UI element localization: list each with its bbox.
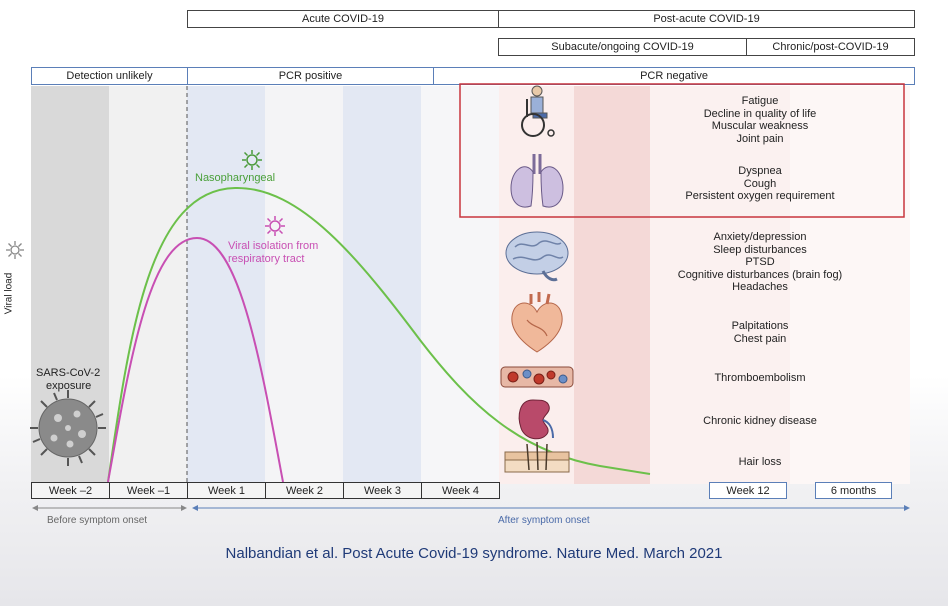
six-months-box: 6 months	[815, 482, 892, 499]
highlight-box	[459, 83, 905, 218]
wheelchair-person-icon	[521, 85, 555, 137]
symptom-palpitations: Palpitations	[731, 320, 789, 332]
pcr-positive-box: PCR positive	[187, 67, 434, 85]
symptom-muscular-weakness: Muscular weakness	[711, 120, 809, 132]
after-onset-label: After symptom onset	[498, 515, 590, 526]
symptom-decline-quality: Decline in quality of life	[703, 107, 817, 120]
week-minus2-box: Week –2	[31, 482, 110, 499]
symptom-hair-loss: Hair loss	[738, 456, 782, 468]
blood-vessel-icon	[500, 366, 574, 388]
band-post-2	[574, 86, 650, 484]
nasopharyngeal-label: Nasopharyngeal	[195, 172, 276, 184]
nasopharyngeal-curve	[107, 186, 651, 483]
symptom-cough: Cough	[743, 177, 777, 190]
subacute-covid-box: Subacute/ongoing COVID-19	[498, 38, 747, 56]
exposure-label-1: SARS-CoV-2	[36, 367, 101, 379]
before-onset-label: Before symptom onset	[47, 515, 148, 526]
acute-covid-box: Acute COVID-19	[187, 10, 499, 28]
week-12-box: Week 12	[709, 482, 787, 499]
band-week-2	[265, 86, 343, 484]
week-2-box: Week 2	[265, 482, 344, 499]
band-week-3	[343, 86, 421, 484]
symptom-anxiety: Anxiety/depression	[713, 231, 807, 243]
week-4-box: Week 4	[421, 482, 500, 499]
symptom-dyspnea: Dyspnea	[738, 165, 782, 177]
post-acute-covid-box: Post-acute COVID-19	[498, 10, 915, 28]
viral-isolation-curve	[107, 236, 284, 483]
band-week-minus1	[109, 86, 187, 484]
lungs-icon	[510, 154, 564, 208]
viral-isolation-label-2: respiratory tract	[228, 253, 305, 265]
nasopharyngeal-virus-icon	[242, 150, 262, 170]
viral-load-label: Viral load	[3, 272, 15, 315]
symptom-kidney: Chronic kidney disease	[703, 415, 817, 427]
week-1-box: Week 1	[187, 482, 266, 499]
symptom-chest-pain: Chest pain	[733, 332, 787, 345]
symptoms-general: Fatigue Decline in quality of life Muscu…	[640, 95, 880, 145]
skin-hair-icon	[504, 441, 570, 473]
symptom-brain-fog: Cognitive disturbances (brain fog)	[677, 268, 843, 281]
symptom-oxygen: Persistent oxygen requirement	[685, 190, 835, 202]
citation-caption: Nalbandian et al. Post Acute Covid-19 sy…	[225, 545, 723, 562]
kidney-icon	[518, 399, 554, 440]
viral-load-virus-icon	[6, 241, 24, 259]
heart-icon	[511, 292, 563, 353]
detection-unlikely-box: Detection unlikely	[31, 67, 188, 85]
symptoms-neuro: Anxiety/depression Sleep disturbances PT…	[640, 231, 880, 294]
symptoms-cardiac: Palpitations Chest pain	[640, 320, 880, 345]
symptom-joint-pain: Joint pain	[736, 132, 784, 145]
symptom-sleep: Sleep disturbances	[713, 243, 807, 256]
week-minus1-box: Week –1	[109, 482, 188, 499]
symptom-fatigue: Fatigue	[741, 95, 779, 107]
symptom-ptsd: PTSD	[745, 256, 775, 268]
viral-isolation-label-1: Viral isolation from	[228, 240, 319, 252]
symptom-headaches: Headaches	[732, 281, 788, 293]
chronic-covid-box: Chronic/post-COVID-19	[746, 38, 915, 56]
sars-cov-2-virus-icon	[30, 390, 106, 466]
symptom-thromboembolism: Thromboembolism	[714, 372, 806, 384]
band-post-4	[790, 86, 910, 484]
brain-icon	[505, 231, 569, 282]
symptoms-respiratory: Dyspnea Cough Persistent oxygen requirem…	[640, 165, 880, 203]
viral-isolation-virus-icon	[265, 216, 285, 236]
band-post-3	[650, 86, 790, 484]
week-3-box: Week 3	[343, 482, 422, 499]
exposure-label-2: exposure	[46, 380, 92, 392]
